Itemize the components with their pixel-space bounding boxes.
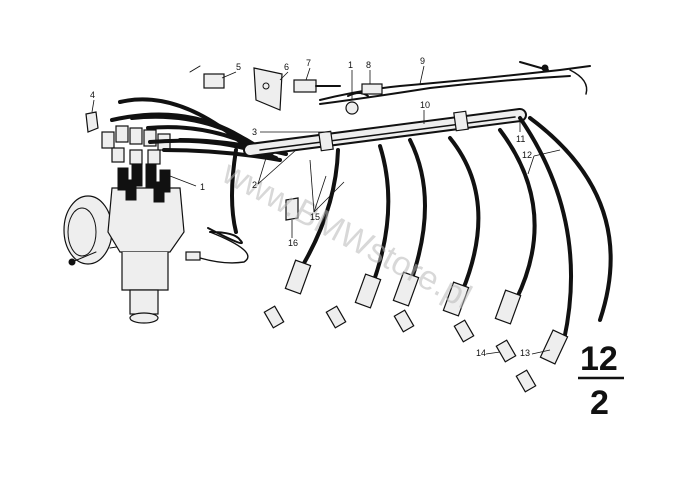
part-7-plug	[293, 79, 317, 93]
small-parts-top	[189, 65, 383, 115]
part-8-terminal	[361, 83, 383, 95]
callout-15: 15	[310, 212, 320, 222]
callout-16: 16	[288, 238, 298, 248]
callout-1-top: 1	[348, 60, 353, 70]
distributor-cap	[107, 187, 185, 253]
distributor-shaft	[129, 289, 159, 315]
part-5-connector	[203, 73, 225, 89]
callout-1-mid: 1	[200, 182, 205, 192]
wire-loom	[319, 61, 591, 105]
callout-10: 10	[420, 100, 430, 110]
callout-11: 11	[516, 134, 525, 144]
lead-conduit	[243, 108, 527, 157]
part-6-bracket	[253, 67, 283, 111]
section-number-top: 12	[580, 340, 618, 378]
cap-boots	[101, 125, 171, 165]
callout-3: 3	[252, 127, 257, 137]
callout-2: 2	[252, 180, 257, 190]
distributor	[63, 161, 185, 324]
spark-plug-leads	[298, 116, 613, 342]
callout-9: 9	[420, 56, 425, 66]
part-4-boot	[85, 111, 99, 133]
callout-8: 8	[366, 60, 371, 70]
part-1-grommet	[345, 101, 359, 115]
plug-boots	[284, 259, 569, 365]
cap-towers	[117, 161, 171, 203]
callout-14: 14	[476, 348, 486, 358]
callouts: 4 5 6 7 1 8 9 10 3 11 12 1 2 15 16	[90, 56, 561, 358]
callout-5: 5	[236, 62, 241, 72]
callout-13: 13	[520, 348, 530, 358]
distributor-housing	[121, 252, 169, 291]
callout-12: 12	[522, 150, 532, 160]
section-number-bottom: 2	[590, 384, 609, 422]
callout-4: 4	[90, 90, 95, 100]
callout-7: 7	[306, 58, 311, 68]
part-16-clip	[285, 197, 299, 221]
section-label: 12 2	[578, 340, 624, 422]
callout-6: 6	[284, 62, 289, 72]
watermark: www.BMWstore.pl	[215, 153, 477, 317]
spark-plugs	[263, 305, 537, 393]
